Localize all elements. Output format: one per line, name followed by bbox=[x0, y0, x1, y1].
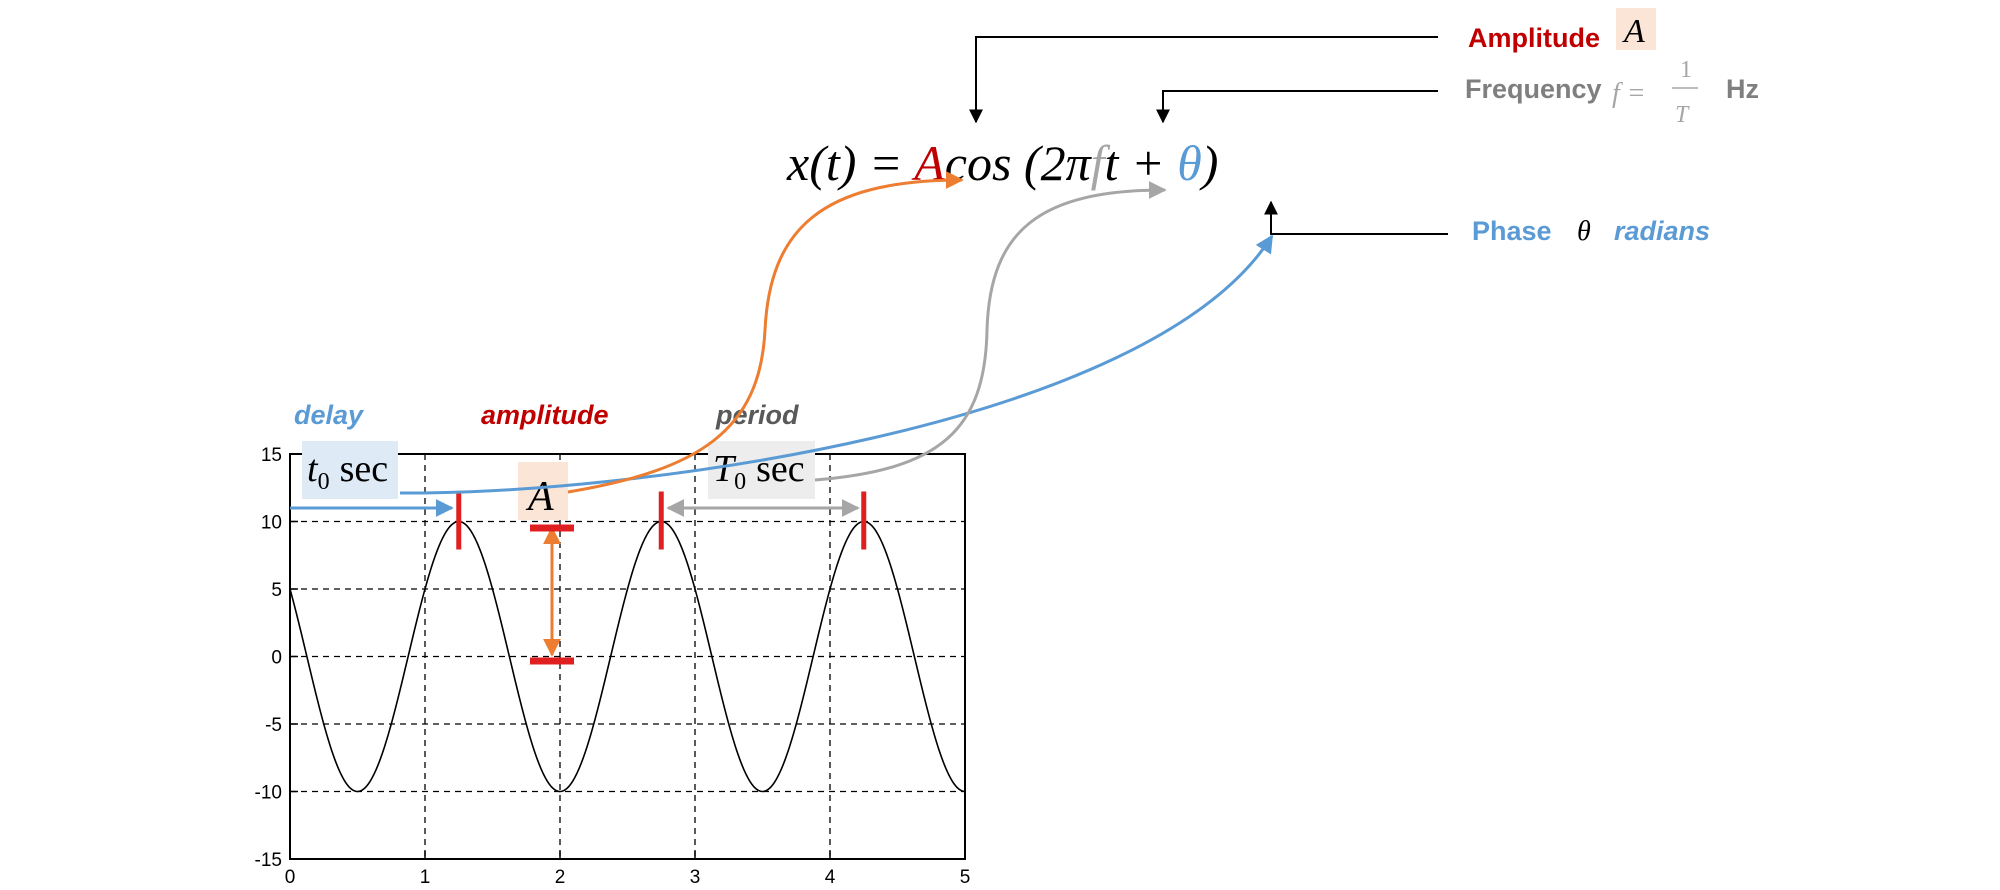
y-tick-label: 0 bbox=[271, 648, 282, 669]
frequency-denominator: T bbox=[1675, 102, 1690, 128]
t0-box bbox=[302, 441, 398, 499]
x-tick-label: 4 bbox=[825, 867, 836, 888]
equation-lhs: x(t) = bbox=[786, 135, 914, 191]
y-tick-label: 10 bbox=[261, 513, 282, 534]
amplitude-curve-arrow bbox=[567, 171, 964, 494]
amplitude-connector-arrow bbox=[969, 36, 1438, 124]
phase-symbol: θ bbox=[1577, 216, 1591, 247]
amplitude-box bbox=[518, 462, 568, 520]
amplitude-label: amplitude bbox=[481, 400, 609, 430]
y-tick-label: -15 bbox=[255, 850, 282, 871]
equation-phase: θ bbox=[1177, 135, 1202, 191]
plot-frame bbox=[289, 453, 966, 860]
cosine-wave bbox=[289, 520, 966, 793]
frequency-curve-arrow bbox=[814, 181, 1167, 482]
frequency-title: Frequency bbox=[1465, 74, 1602, 104]
y-tick-label: 15 bbox=[261, 445, 282, 466]
x-tick-label: 1 bbox=[420, 867, 431, 888]
amplitude-title: Amplitude bbox=[1468, 23, 1600, 53]
period-label: period bbox=[715, 400, 799, 430]
y-axis-ticks: 15 10 5 0 -5 -10 -15 bbox=[255, 445, 298, 871]
amplitude-symbol: A bbox=[1622, 13, 1645, 50]
phase-title: Phase bbox=[1472, 216, 1552, 246]
equation: x(t) = Acos (2πft + θ) bbox=[786, 135, 1218, 191]
x-tick-label: 2 bbox=[555, 867, 566, 888]
y-tick-label: 5 bbox=[271, 580, 282, 601]
frequency-unit: Hz bbox=[1726, 74, 1759, 104]
frequency-numerator: 1 bbox=[1680, 57, 1692, 83]
y-tick-label: -10 bbox=[255, 783, 282, 804]
frequency-formula: f = bbox=[1612, 78, 1646, 109]
phase-unit: radians bbox=[1614, 216, 1710, 246]
phase-curve-arrow bbox=[399, 234, 1274, 495]
x-tick-label: 5 bbox=[960, 867, 971, 888]
x-tick-label: 3 bbox=[690, 867, 701, 888]
amplitude-box-symbol: A bbox=[525, 474, 554, 520]
equation-t-plus: t + bbox=[1105, 135, 1178, 191]
peak-markers bbox=[456, 491, 867, 550]
delay-label: delay bbox=[294, 400, 365, 430]
x-axis-ticks: 0 1 2 3 4 5 bbox=[285, 851, 971, 888]
sinusoid-chart: 15 10 5 0 -5 -10 -15 0 1 2 3 4 5 bbox=[255, 445, 971, 888]
x-tick-label: 0 bbox=[285, 867, 296, 888]
phase-connector-arrow bbox=[1264, 200, 1448, 235]
T0-box bbox=[708, 441, 815, 499]
amplitude-symbol-box bbox=[1616, 8, 1656, 50]
equation-cos: cos (2π bbox=[945, 135, 1093, 191]
frequency-connector-arrow bbox=[1156, 90, 1438, 124]
y-tick-label: -5 bbox=[265, 715, 282, 736]
equation-close: ) bbox=[1199, 135, 1219, 191]
